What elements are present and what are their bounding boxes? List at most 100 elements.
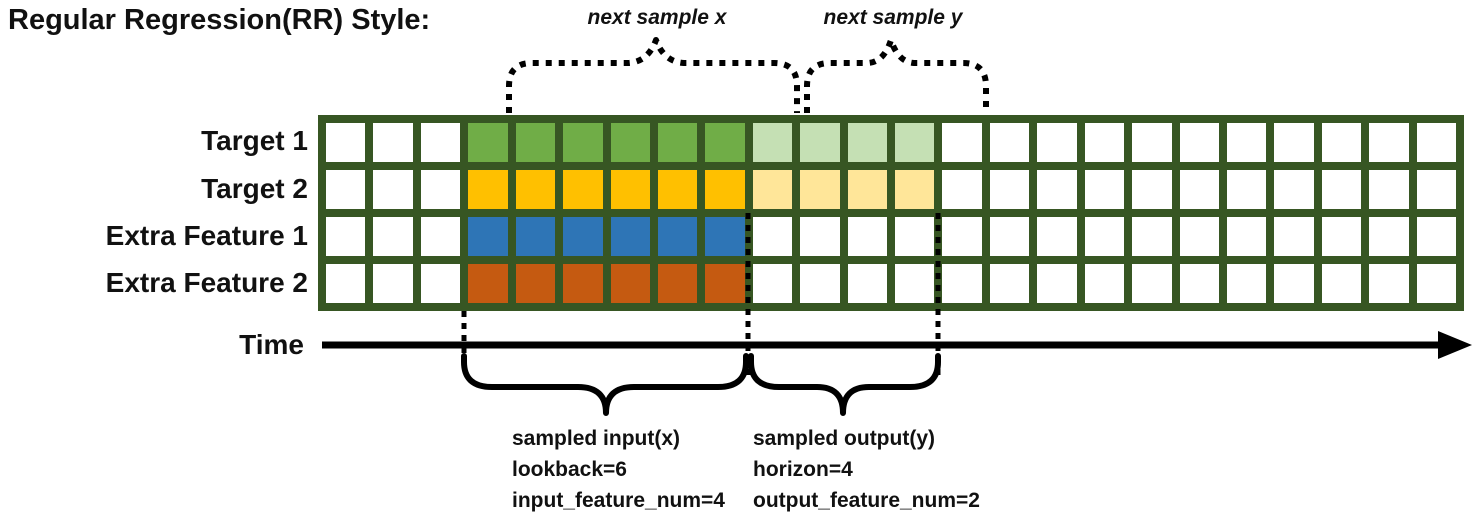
sampled-output-title: sampled output(y) — [753, 427, 935, 450]
grid-cell-r1-c16 — [1084, 170, 1125, 209]
grid-cell-r2-c12 — [895, 217, 935, 256]
grid-cell-r2-c14 — [989, 217, 1030, 256]
sampled-output-brace — [748, 353, 941, 416]
sampled-input-note: sampled input(x) lookback=6 input_featur… — [512, 423, 725, 516]
grid-cell-r1-c22 — [1369, 170, 1409, 209]
diagram-title: Regular Regression(RR) Style: — [8, 4, 431, 36]
grid-cell-r2-c18 — [1179, 217, 1219, 256]
grid-cell-r0-c20 — [1274, 123, 1314, 162]
lookback-value: lookback=6 — [512, 458, 627, 481]
grid-cell-r1-c15 — [1037, 170, 1077, 209]
grid-cell-r0-c22 — [1369, 123, 1409, 162]
next-sample-y-brace — [804, 37, 989, 113]
grid-cell-r1-c4 — [515, 170, 556, 209]
grid-cell-r0-c12 — [895, 123, 935, 162]
grid-cell-r0-c6 — [610, 123, 650, 162]
sampled-input-brace — [461, 353, 749, 416]
grid-cell-r0-c0 — [326, 123, 366, 162]
grid-cell-r0-c1 — [373, 123, 413, 162]
grid-cell-r1-c10 — [800, 170, 840, 209]
grid-cell-r3-c2 — [420, 264, 461, 303]
grid-cell-r1-c17 — [1132, 170, 1172, 209]
grid-cell-r1-c7 — [657, 170, 698, 209]
grid-cell-r1-c23 — [1416, 170, 1456, 209]
grid-cell-r1-c2 — [420, 170, 461, 209]
grid-cell-r0-c11 — [847, 123, 887, 162]
grid-cell-r1-c5 — [563, 170, 603, 209]
grid-cell-r2-c1 — [373, 217, 413, 256]
grid-cell-r3-c16 — [1084, 264, 1125, 303]
grid-cell-r2-c10 — [800, 217, 840, 256]
grid-cell-r3-c8 — [705, 264, 745, 303]
grid-cell-r2-c20 — [1274, 217, 1314, 256]
grid-cell-r0-c2 — [420, 123, 461, 162]
grid-cell-r0-c19 — [1226, 123, 1267, 162]
grid-cell-r1-c9 — [752, 170, 793, 209]
grid-cell-r0-c10 — [800, 123, 840, 162]
grid-cell-r2-c0 — [326, 217, 366, 256]
time-axis-label: Time — [239, 329, 304, 360]
grid-cell-r3-c1 — [373, 264, 413, 303]
grid-cell-r1-c11 — [847, 170, 887, 209]
grid-cell-r3-c0 — [326, 264, 366, 303]
row-label-extra-feature-2: Extra Feature 2 — [105, 267, 308, 298]
grid-cell-r1-c0 — [326, 170, 366, 209]
grid-cell-r0-c4 — [515, 123, 556, 162]
grid-cell-r2-c21 — [1321, 217, 1362, 256]
grid-cell-r1-c8 — [705, 170, 745, 209]
annotation-next-sample-y: next sample y — [823, 6, 963, 29]
grid-cell-r0-c21 — [1321, 123, 1362, 162]
grid-cell-r2-c15 — [1037, 217, 1077, 256]
grid-cell-r3-c6 — [610, 264, 650, 303]
grid-cell-r3-c12 — [895, 264, 935, 303]
grid-cell-r2-c19 — [1226, 217, 1267, 256]
grid-cell-r1-c14 — [989, 170, 1030, 209]
grid-cell-r1-c13 — [942, 170, 982, 209]
row-label-extra-feature-1: Extra Feature 1 — [105, 220, 308, 251]
grid-cell-r2-c23 — [1416, 217, 1456, 256]
grid-cell-r3-c4 — [515, 264, 556, 303]
grid-cell-r2-c7 — [657, 217, 698, 256]
grid-cell-r3-c22 — [1369, 264, 1409, 303]
grid-cell-r0-c9 — [752, 123, 793, 162]
grid-cell-r3-c17 — [1132, 264, 1172, 303]
input-feature-num-value: input_feature_num=4 — [512, 489, 725, 512]
grid-cell-r0-c13 — [942, 123, 982, 162]
grid-cell-r2-c22 — [1369, 217, 1409, 256]
grid-cell-r3-c5 — [563, 264, 603, 303]
grid-cell-r0-c8 — [705, 123, 745, 162]
grid-cell-r3-c13 — [942, 264, 982, 303]
grid-cell-r1-c20 — [1274, 170, 1314, 209]
grid-cell-r3-c20 — [1274, 264, 1314, 303]
grid-cell-r3-c3 — [468, 264, 508, 303]
row-label-target-1: Target 1 — [201, 125, 308, 156]
grid-cell-r3-c9 — [752, 264, 793, 303]
grid-cell-r2-c2 — [420, 217, 461, 256]
grid-cell-r0-c7 — [657, 123, 698, 162]
grid-cell-r3-c7 — [657, 264, 698, 303]
grid-cell-r0-c16 — [1084, 123, 1125, 162]
grid-cell-r0-c3 — [468, 123, 508, 162]
annotation-next-sample-x: next sample x — [587, 6, 727, 29]
grid-cell-r1-c12 — [895, 170, 935, 209]
grid-cell-r3-c23 — [1416, 264, 1456, 303]
row-label-target-2: Target 2 — [201, 173, 308, 204]
grid-cell-r0-c17 — [1132, 123, 1172, 162]
grid-cell-r0-c14 — [989, 123, 1030, 162]
next-sample-x-brace — [506, 37, 800, 113]
grid-cell-r2-c16 — [1084, 217, 1125, 256]
grid-cell-r3-c19 — [1226, 264, 1267, 303]
grid-cell-r0-c23 — [1416, 123, 1456, 162]
grid-cell-r1-c19 — [1226, 170, 1267, 209]
grid-cell-r1-c1 — [373, 170, 413, 209]
grid-cell-r2-c8 — [705, 217, 745, 256]
time-axis-arrowhead-icon — [1438, 331, 1472, 359]
grid-cell-r2-c6 — [610, 217, 650, 256]
output-feature-num-value: output_feature_num=2 — [753, 489, 980, 512]
grid-cell-r0-c5 — [563, 123, 603, 162]
grid-cell-r0-c15 — [1037, 123, 1077, 162]
grid-cell-r3-c15 — [1037, 264, 1077, 303]
grid-cell-r2-c17 — [1132, 217, 1172, 256]
grid-cell-r2-c5 — [563, 217, 603, 256]
